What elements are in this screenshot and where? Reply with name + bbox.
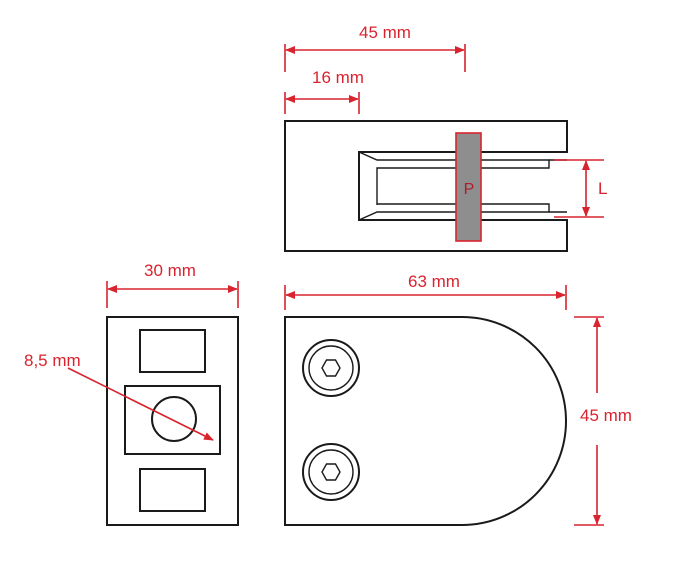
glass-panel bbox=[455, 132, 482, 242]
front-view: 63 mm 45 mm bbox=[284, 272, 632, 526]
gap-label: L bbox=[598, 179, 607, 198]
front-length-label: 63 mm bbox=[408, 272, 460, 291]
hole-diameter-leader bbox=[67, 367, 214, 441]
clamp-top-body bbox=[284, 120, 568, 252]
clamp-front-body bbox=[284, 316, 567, 526]
glass-panel-label: P bbox=[464, 181, 475, 198]
clamp-side-body bbox=[106, 316, 239, 526]
top-view: 45 mm 16 mm P L bbox=[284, 23, 607, 252]
front-height-label: 45 mm bbox=[580, 406, 632, 425]
hex-socket-screw-icon bbox=[302, 339, 360, 397]
side-width-label: 30 mm bbox=[144, 261, 196, 280]
top-width-label: 45 mm bbox=[359, 23, 411, 42]
upper-slot bbox=[139, 329, 206, 373]
side-view: 30 mm 8,5 mm bbox=[24, 261, 239, 526]
rubber-insert-lower bbox=[358, 203, 550, 221]
lower-slot bbox=[139, 468, 206, 512]
rubber-insert-upper bbox=[358, 151, 550, 205]
hex-socket-screw-icon bbox=[302, 443, 360, 501]
hole-diameter-label: 8,5 mm bbox=[24, 351, 81, 370]
center-recess bbox=[124, 385, 221, 455]
mounting-hole bbox=[151, 396, 197, 442]
top-depth-label: 16 mm bbox=[312, 68, 364, 87]
